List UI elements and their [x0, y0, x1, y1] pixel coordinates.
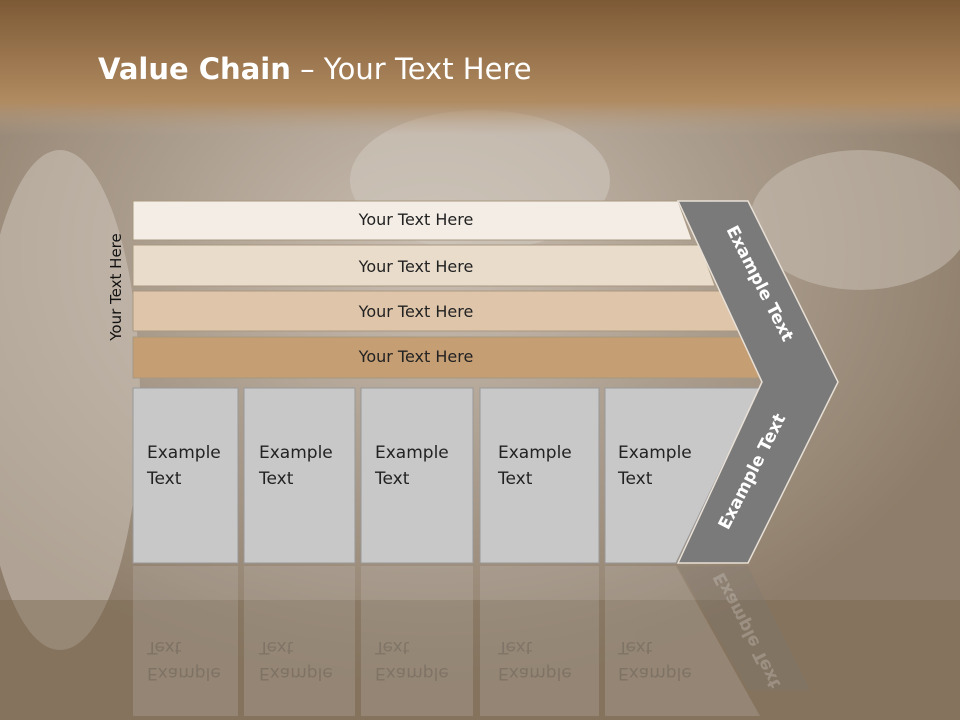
title-rest: – Your Text Here [290, 52, 532, 86]
box-1 [132, 387, 239, 564]
box-3 [360, 387, 474, 564]
box-3-reflection-line2: Text [375, 637, 410, 657]
box-1-line2: Text [147, 469, 182, 489]
box-5-line2: Text [618, 469, 653, 489]
box-2-line2: Text [259, 469, 294, 489]
box-3-reflection: Example Text [375, 634, 470, 686]
box-2-reflection-line2: Text [259, 637, 294, 657]
box-5-reflection-line1: Example [618, 663, 692, 683]
box-2-line1: Example [259, 443, 333, 463]
box-4 [479, 387, 600, 564]
box-4-line1: Example [498, 443, 572, 463]
box-4-reflection-line1: Example [498, 663, 572, 683]
box-5-reflection-line2: Text [618, 637, 653, 657]
box-5-line1: Example [618, 443, 692, 463]
box-2-text: Example Text [259, 440, 354, 492]
box-4-line2: Text [498, 469, 533, 489]
row-3-label: Your Text Here [358, 302, 474, 321]
title-bold: Value Chain [98, 52, 291, 86]
box-2-reflection: Example Text [259, 634, 354, 686]
box-5-text: Example Text [618, 440, 713, 492]
page-title: Value Chain – Your Text Here [98, 52, 532, 86]
box-1-text: Example Text [147, 440, 242, 492]
chevron-arrow [676, 200, 839, 564]
box-reflections [133, 566, 760, 716]
box-2-reflection-line1: Example [259, 663, 333, 683]
row-3: Your Text Here [132, 290, 739, 332]
row-4: Your Text Here [132, 336, 763, 379]
box-3-line1: Example [375, 443, 449, 463]
row-1-label: Your Text Here [358, 210, 474, 229]
box-1-reflection-line2: Text [147, 637, 182, 657]
box-3-reflection-line1: Example [375, 663, 449, 683]
row-1: Your Text Here [132, 200, 693, 241]
box-4-reflection-line2: Text [498, 637, 533, 657]
box-1-reflection: Example Text [147, 634, 242, 686]
box-3-text: Example Text [375, 440, 470, 492]
row-2-label: Your Text Here [358, 257, 474, 276]
box-1-line1: Example [147, 443, 221, 463]
box-1-reflection-line1: Example [147, 663, 221, 683]
box-4-reflection: Example Text [498, 634, 593, 686]
box-2 [243, 387, 356, 564]
box-5 [604, 387, 761, 564]
row-4-label: Your Text Here [358, 347, 474, 366]
row-2: Your Text Here [132, 244, 716, 287]
chevron-reflection [678, 566, 810, 690]
box-5-reflection: Example Text [618, 634, 713, 686]
box-3-line2: Text [375, 469, 410, 489]
box-4-text: Example Text [498, 440, 593, 492]
